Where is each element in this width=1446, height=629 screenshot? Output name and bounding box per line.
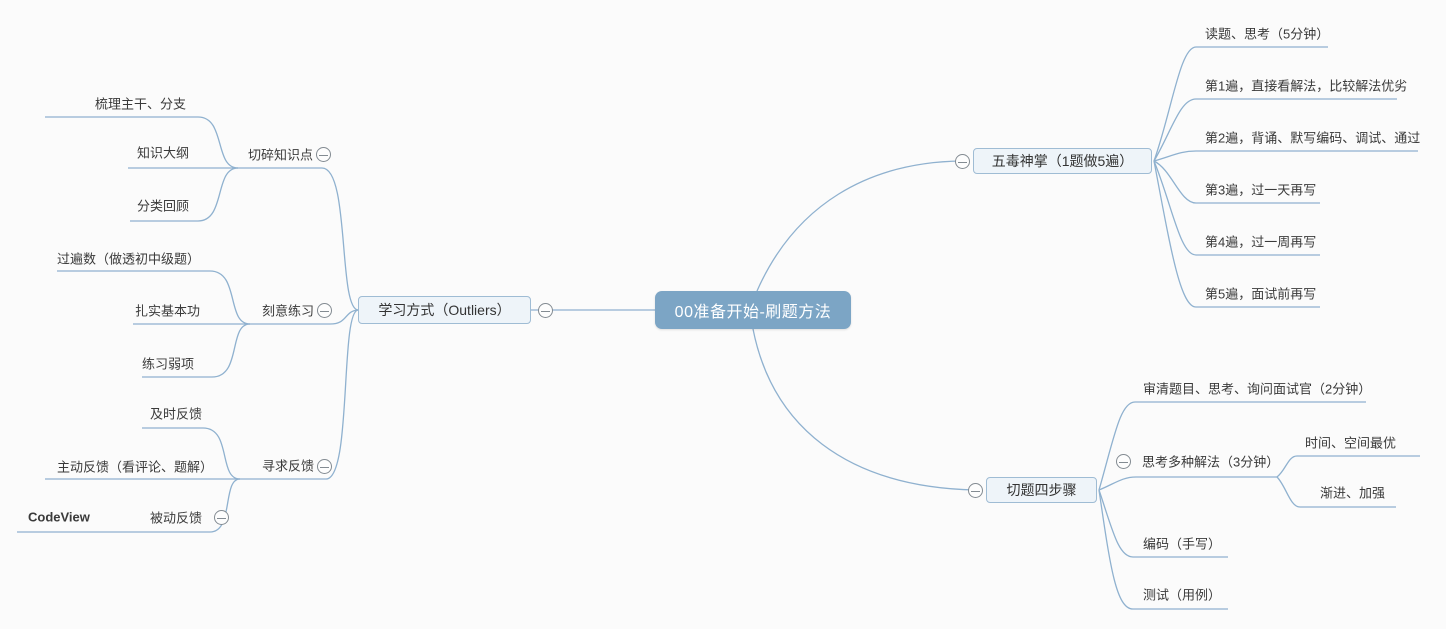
branch-line — [1153, 160, 1320, 256]
branch-line — [756, 160, 963, 292]
branch-line — [142, 427, 241, 480]
collapse-icon[interactable] — [1116, 454, 1131, 469]
topic-clarify-question[interactable]: 审清题目、思考、询问面试官（2分钟） — [1143, 381, 1372, 397]
branch-line — [130, 167, 239, 222]
branch-line — [1098, 476, 1277, 491]
topic-practice-weakness[interactable]: 练习弱项 — [142, 356, 195, 372]
topic-pass1[interactable]: 第1遍，直接看解法，比较解法优劣 — [1205, 78, 1408, 94]
branch-line — [238, 167, 359, 311]
branch-line — [17, 478, 241, 533]
branch-line — [1153, 150, 1418, 162]
topic-learning-style-label: 学习方式（Outliers） — [378, 302, 511, 318]
topic-four-steps-label: 切题四步骤 — [1006, 482, 1077, 498]
branch-line — [1276, 455, 1420, 478]
collapse-icon[interactable] — [214, 510, 229, 525]
topic-four-steps[interactable]: 切题四步骤 — [986, 477, 1097, 503]
branch-line — [752, 328, 976, 491]
topic-deliberate-practice[interactable]: 刻意练习 — [262, 303, 315, 319]
topic-knowledge-outline[interactable]: 知识大纲 — [137, 145, 190, 161]
branch-line — [1153, 46, 1328, 162]
topic-solid-basics[interactable]: 扎实基本功 — [135, 303, 201, 319]
branch-line — [240, 309, 359, 480]
branch-line — [142, 323, 251, 378]
collapse-icon[interactable] — [955, 154, 970, 169]
topic-progressive-strengthen[interactable]: 渐进、加强 — [1320, 485, 1386, 501]
topic-test-cases[interactable]: 测试（用例） — [1143, 587, 1222, 603]
collapse-icon[interactable] — [317, 303, 332, 318]
collapse-icon[interactable] — [316, 147, 331, 162]
topic-seek-feedback[interactable]: 寻求反馈 — [262, 458, 315, 474]
topic-pass5[interactable]: 第5遍，面试前再写 — [1205, 286, 1317, 302]
branch-line — [1098, 489, 1228, 558]
branch-line — [1098, 401, 1366, 491]
branch-line — [1276, 476, 1396, 508]
collapse-icon[interactable] — [317, 459, 332, 474]
topic-time-space-optimal[interactable]: 时间、空间最优 — [1305, 435, 1397, 451]
topic-codeview[interactable]: CodeView — [28, 509, 90, 525]
topic-code-handwrite[interactable]: 编码（手写） — [1143, 536, 1222, 552]
topic-sort-trunk-branches[interactable]: 梳理主干、分支 — [95, 96, 187, 112]
collapse-icon[interactable] — [538, 303, 553, 318]
branch-line — [45, 116, 239, 169]
topic-pass2[interactable]: 第2遍，背诵、默写编码、调试、通过 — [1205, 130, 1421, 146]
branch-line — [57, 270, 251, 325]
topic-timely-feedback[interactable]: 及时反馈 — [150, 406, 203, 422]
topic-five-passes-label: 五毒神掌（1题做5遍） — [991, 153, 1134, 169]
topic-active-feedback[interactable]: 主动反馈（看评论、题解） — [57, 459, 214, 475]
topic-pass3[interactable]: 第3遍，过一天再写 — [1205, 182, 1317, 198]
collapse-icon[interactable] — [968, 483, 983, 498]
topic-multiple-solutions[interactable]: 思考多种解法（3分钟） — [1142, 454, 1280, 470]
topic-chop-knowledge[interactable]: 切碎知识点 — [248, 147, 314, 163]
branch-line — [1153, 98, 1397, 162]
branch-line — [1153, 160, 1320, 204]
root-topic[interactable]: 00准备开始-刷题方法 — [655, 291, 851, 329]
topic-repetitions[interactable]: 过遍数（做透初中级题） — [57, 251, 201, 267]
branch-line — [1098, 489, 1228, 610]
root-topic-label: 00准备开始-刷题方法 — [674, 304, 832, 321]
topic-read-think-5min[interactable]: 读题、思考（5分钟） — [1205, 26, 1330, 42]
topic-five-passes[interactable]: 五毒神掌（1题做5遍） — [973, 148, 1152, 174]
topic-category-review[interactable]: 分类回顾 — [137, 198, 190, 214]
topic-pass4[interactable]: 第4遍，过一周再写 — [1205, 234, 1317, 250]
branch-line — [250, 309, 359, 325]
topic-learning-style[interactable]: 学习方式（Outliers） — [358, 296, 531, 324]
topic-passive-feedback[interactable]: 被动反馈 — [150, 510, 203, 526]
branch-line — [1153, 160, 1320, 308]
